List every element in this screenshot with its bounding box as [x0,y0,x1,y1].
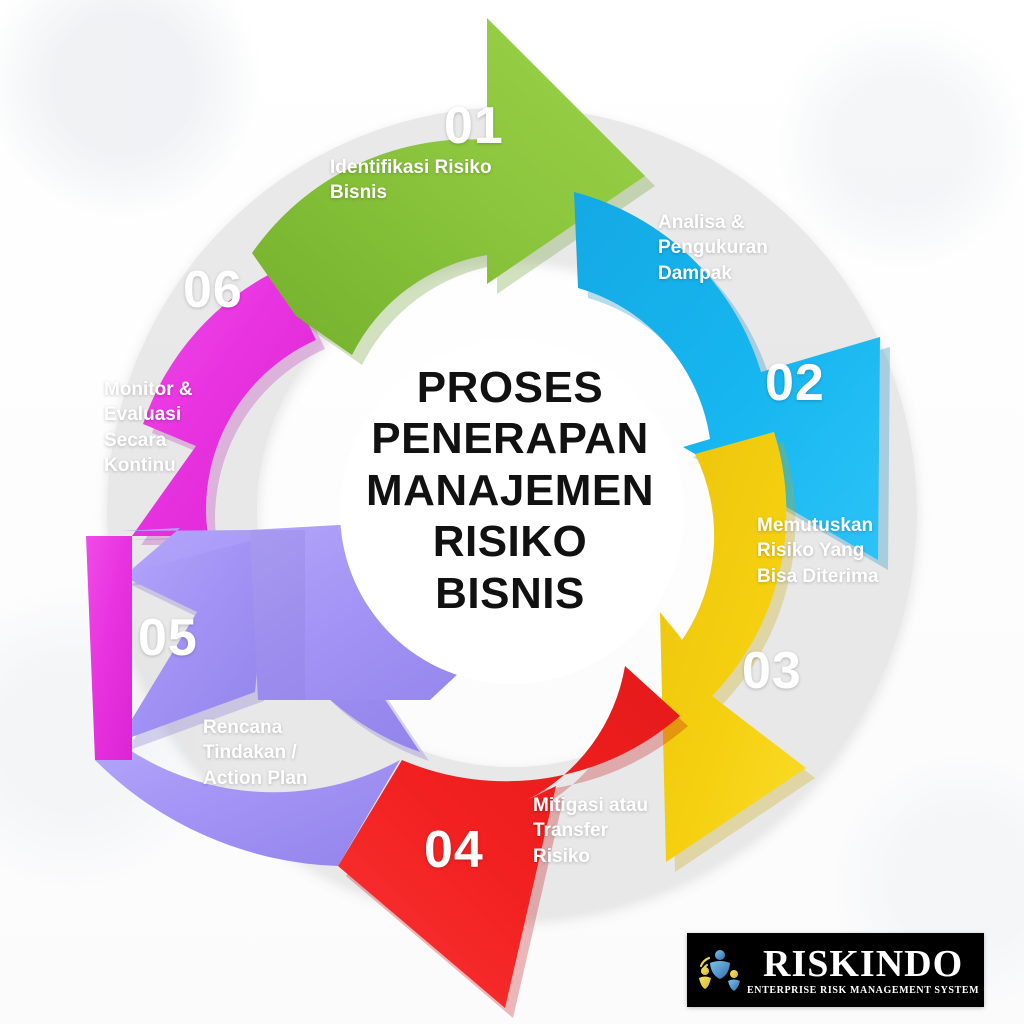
step-number-04: 04 [424,821,484,879]
step-label-03: Memutuskan Risiko Yang Bisa Diterima [757,515,879,587]
cycle-segment-04[interactable] [338,666,688,1018]
step-label-06: Monitor & Evaluasi Secara Kontinu [104,379,193,476]
cycle-segment-02[interactable] [574,192,890,570]
cycle-segment-06-body[interactable] [86,536,132,760]
step-number-01: 01 [444,97,504,155]
step-label-01: Identifikasi Risiko Bisnis [330,157,492,204]
people-group-icon [699,950,740,991]
logo-tagline: ENTERPRISE RISK MANAGEMENT SYSTEM [747,984,980,996]
cycle-segment-01[interactable] [252,18,655,365]
riskindo-logo: RISKINDO ENTERPRISE RISK MANAGEMENT SYST… [687,933,984,1007]
step-number-06: 06 [183,261,243,319]
cycle-hub [340,340,684,684]
step-label-05: Rencana Tindakan / Action Plan [203,717,308,789]
cycle-segment-03[interactable] [660,432,815,872]
step-number-05: 05 [138,609,198,667]
cycle-segment-05[interactable] [118,520,520,761]
step-label-02: Analisa & Pengukuran Dampak [658,212,768,284]
step-number-03: 03 [742,642,802,700]
logo-wordmark: RISKINDO [763,942,964,985]
cycle-segment-06[interactable] [132,268,325,545]
cycle-segment-05-body[interactable] [95,742,400,866]
step-label-04: Mitigasi atau Transfer Risiko [533,795,649,867]
logo-text-block: RISKINDO ENTERPRISE RISK MANAGEMENT SYST… [747,945,979,996]
step-number-02: 02 [765,354,825,412]
diagram-center-title: PROSES PENERAPAN MANAJEMEN RISIKO BISNIS [365,363,655,618]
